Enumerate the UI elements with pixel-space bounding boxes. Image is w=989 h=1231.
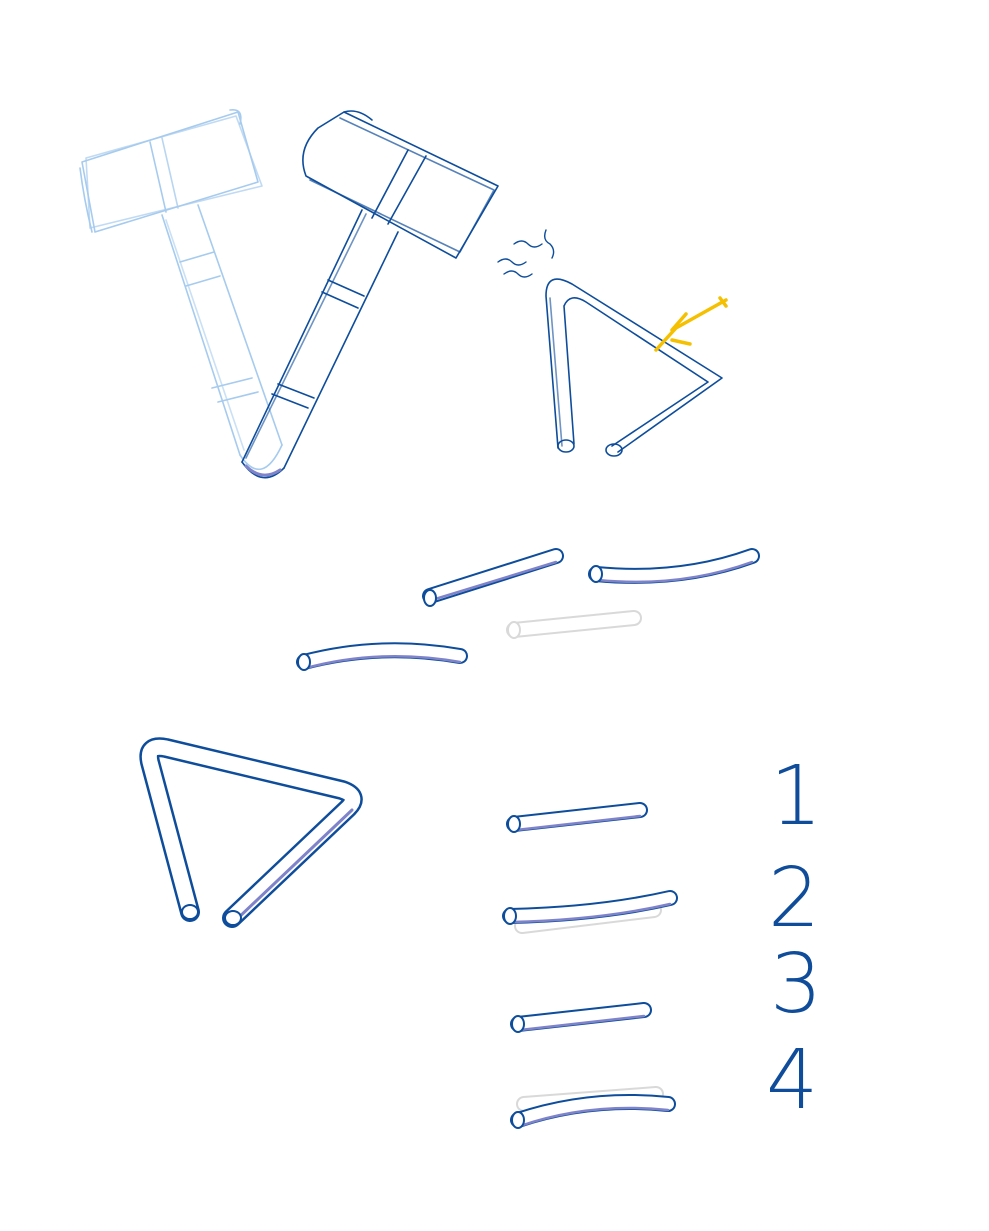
triangle-instrument-icon	[139, 737, 363, 928]
number-label-2: 2	[768, 851, 821, 946]
tube-ghost-icon	[506, 610, 642, 639]
tube-icon	[510, 1002, 652, 1033]
wire-icon	[654, 296, 728, 352]
vibration-lines-icon	[497, 229, 555, 278]
hammer-sketch-icon	[79, 108, 283, 471]
tube-icon	[510, 1094, 676, 1129]
tube-icon	[588, 548, 760, 584]
hammer-icon	[241, 110, 499, 479]
number-label-3: 3	[770, 937, 823, 1032]
tube-icon	[502, 890, 678, 925]
triangle-instrument-sketch-icon	[545, 278, 723, 457]
tube-icon	[422, 548, 564, 607]
tube-icon	[506, 802, 648, 833]
number-label-4: 4	[766, 1033, 819, 1128]
tube-icon	[296, 642, 468, 671]
tube-group-middle	[296, 548, 760, 671]
tube-list	[502, 802, 678, 1129]
number-label-1: 1	[770, 749, 823, 844]
